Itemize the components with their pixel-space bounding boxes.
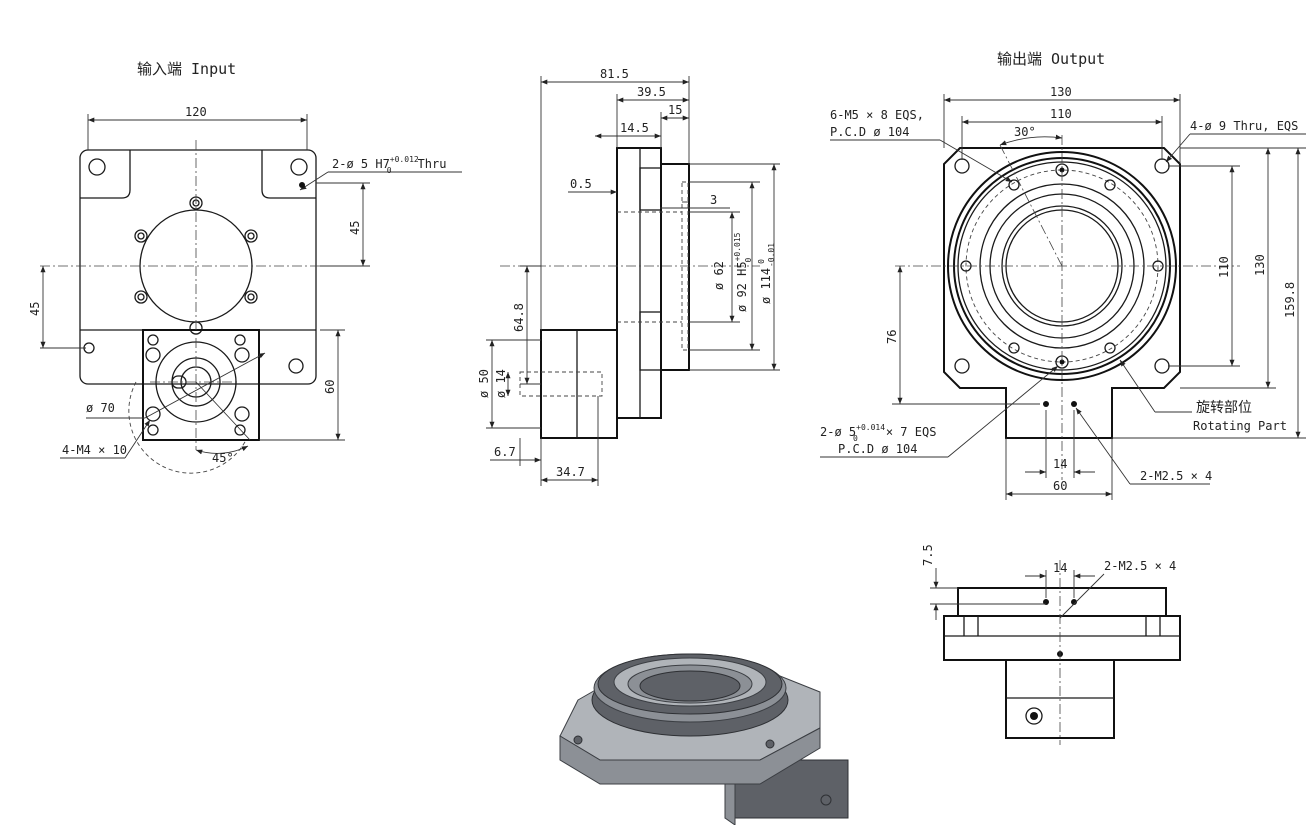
output-rotating-ring (947, 151, 1177, 381)
side-dim-dia114-tol-upper: 0 (757, 259, 766, 264)
side-dim-dia92-tol-upper: +0.015 (733, 232, 742, 261)
input-dim-angle: 45° (212, 451, 234, 465)
side-dim-15: 15 (668, 103, 682, 117)
bottom-view: 7.5 14 2-M2.5 × 4 (921, 544, 1181, 745)
output-dim-h110: 110 (1217, 256, 1231, 278)
output-m25-callout: 2-M2.5 × 4 (1140, 469, 1212, 483)
bottom-rotating-disk (957, 587, 1167, 617)
side-dim-05: 0.5 (570, 177, 592, 191)
output-pins-pcd: P.C.D ø 104 (838, 442, 917, 456)
side-dim-648: 64.8 (512, 303, 526, 332)
side-dim-dia50: ø 50 (477, 369, 491, 398)
output-m5-pcd: P.C.D ø 104 (830, 125, 909, 139)
output-thru-callout: 4-ø 9 Thru, EQS (1190, 119, 1298, 133)
output-rotating-cn: 旋转部位 (1196, 400, 1252, 416)
output-dim-inner: 110 (1050, 107, 1072, 121)
side-dim-3: 3 (710, 193, 717, 207)
input-dim-width: 120 (185, 105, 207, 119)
side-dim-overall: 81.5 (600, 67, 629, 81)
input-holes-tol-upper: +0.012 (390, 155, 419, 164)
output-view: 输出端 Output (820, 50, 1306, 500)
svg-text:ø 1140-0.01: ø 114 0-0.01 (757, 243, 776, 304)
side-view: 81.5 39.5 15 14.5 0.5 3 ø 62 ø 92 H5+0.0… (477, 67, 780, 486)
side-dim-dia92-tol-lower: 0 (744, 258, 753, 263)
output-pins-tol-upper: +0.014 (856, 423, 885, 432)
side-dim-dia114: ø 114 (759, 268, 773, 304)
output-dim-angle: 30° (1014, 125, 1036, 139)
input-holes-callout: 2-ø 5 H7 (332, 157, 390, 171)
input-view: 输入端 Input (28, 60, 462, 474)
input-threads-callout: 4-M4 × 10 (62, 443, 127, 457)
side-input-adapter (540, 329, 618, 439)
side-dim-dia62: ø 62 (712, 261, 726, 290)
output-dim-h130: 130 (1253, 254, 1267, 276)
output-rotating-en: Rotating Part (1193, 419, 1287, 433)
output-dim-width: 130 (1050, 85, 1072, 99)
bottom-dim-w14: 14 (1053, 561, 1067, 575)
input-adapter-box (142, 329, 260, 441)
output-title: 输出端 Output (997, 50, 1105, 68)
output-pins-callout: 2-ø 5 (820, 425, 856, 439)
input-holes-tol-lower: 0 (387, 166, 392, 175)
side-dim-67: 6.7 (494, 445, 516, 459)
output-dim-h1598: 159.8 (1283, 282, 1297, 318)
input-holes-suffix: Thru (418, 157, 447, 171)
output-pins-suffix: × 7 EQS (886, 425, 937, 439)
product-3d-render (559, 653, 849, 825)
side-dim-dia114-tol-lower: -0.01 (767, 243, 776, 267)
output-dim-w14: 14 (1053, 457, 1067, 471)
bottom-m25-callout: 2-M2.5 × 4 (1104, 559, 1176, 573)
output-m5-callout: 6-M5 × 8 EQS, (830, 108, 924, 122)
side-dim-39: 39.5 (637, 85, 666, 99)
side-flange-plate (616, 147, 662, 419)
output-dim-w60: 60 (1053, 479, 1067, 493)
bottom-dim-h75: 7.5 (921, 544, 935, 566)
input-dim-height-right: 60 (323, 380, 337, 394)
side-dim-dia14: ø 14 (494, 369, 508, 398)
side-dim-dia92: ø 92 H5 (735, 261, 749, 312)
output-dim-h76: 76 (885, 330, 899, 344)
input-dim-bore: ø 70 (86, 401, 115, 415)
side-dim-14: 14.5 (620, 121, 649, 135)
side-dim-347: 34.7 (556, 465, 585, 479)
output-pins-tol-lower: 0 (853, 434, 858, 443)
input-title: 输入端 Input (137, 60, 236, 78)
input-dim-height-left: 45 (28, 302, 42, 316)
side-output-disk (660, 163, 690, 371)
input-flange-outline (79, 149, 317, 385)
input-dim-height-upper: 45 (348, 221, 362, 235)
